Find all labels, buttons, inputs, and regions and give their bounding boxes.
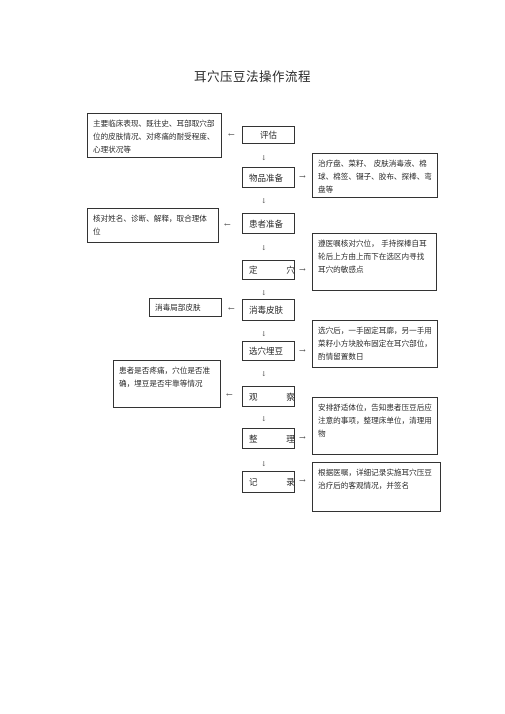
note-patient: 核对姓名、诊断、解释，取合理体位 (87, 208, 219, 243)
step-assess-label: 评估 (259, 131, 277, 141)
arrow-left-disinfect: ← (228, 304, 235, 313)
step-disinfect-label: 消毒皮肤 (249, 306, 284, 316)
step-patient-label: 患者准备 (249, 219, 284, 230)
step-tidy: 整 理 (242, 428, 295, 449)
step-record-label: 记 录 (249, 478, 308, 488)
step-supplies-label: 物品准备 (249, 173, 284, 184)
step-observe-label: 观 察 (249, 392, 308, 403)
arrow-down-8: ↓ (261, 460, 267, 468)
note-tidy: 安排舒适体位，告知患者压豆后应注意的事项，整理床单位，清理用物 (312, 397, 438, 455)
step-tidy-label: 整 理 (249, 434, 308, 445)
step-assess: 评估 (242, 126, 295, 144)
arrow-down-3: ↓ (261, 244, 267, 252)
arrow-down-5: ↓ (261, 330, 267, 338)
arrow-right-locate: → (299, 265, 306, 274)
page-title: 耳穴压豆法操作流程 (193, 69, 311, 84)
arrow-right-supplies: → (299, 172, 306, 181)
arrow-down-6: ↓ (261, 370, 267, 378)
arrow-down-2: ↓ (261, 197, 267, 205)
step-select-bury: 选穴埋豆 (242, 341, 295, 361)
arrow-right-tidy: → (299, 433, 306, 442)
step-record: 记 录 (242, 471, 295, 493)
step-disinfect: 消毒皮肤 (242, 299, 295, 321)
arrow-down-1: ↓ (261, 154, 267, 162)
step-observe: 观 察 (242, 386, 295, 407)
step-locate-label: 定 穴 (249, 266, 308, 276)
arrow-left-observe: ← (226, 390, 233, 399)
step-select-bury-label: 选穴埋豆 (249, 347, 284, 357)
arrow-down-7: ↓ (261, 415, 267, 423)
note-locate: 遵医嘱核对穴位， 手持探棒自耳轮后上方由上而下在选区内寻找耳穴的敏感点 (312, 233, 437, 291)
note-observe: 患者是否疼痛，穴位是否准确，埋豆是否牢靠等情况 (113, 360, 221, 408)
arrow-right-select-bury: → (299, 346, 306, 355)
step-patient: 患者准备 (242, 213, 295, 234)
note-supplies: 治疗盘、菜籽、 皮肤消毒液、棉球、棉签、镊子、胶布、探棒、弯盘等 (312, 153, 438, 198)
note-assess: 主要临床表现、既往史、耳部取穴部位的皮肤情况、对疼痛的耐受程度、心理状况等 (87, 113, 222, 158)
arrow-down-4: ↓ (261, 289, 267, 297)
step-supplies: 物品准备 (242, 167, 295, 188)
note-record: 根据医嘱，详细记录实施耳穴压豆治疗后的客观情况，并签名 (312, 462, 441, 512)
note-select-bury: 选穴后，一手固定耳廓，另一手用菜籽小方块胶布固定在耳穴部位，酌情留置数日 (312, 320, 438, 368)
note-disinfect: 消毒局部皮肤 (149, 298, 222, 317)
arrow-left-patient: ← (224, 220, 231, 229)
step-locate: 定 穴 (242, 260, 295, 280)
arrow-left-assess: ← (228, 130, 235, 139)
arrow-right-record: → (299, 476, 306, 485)
